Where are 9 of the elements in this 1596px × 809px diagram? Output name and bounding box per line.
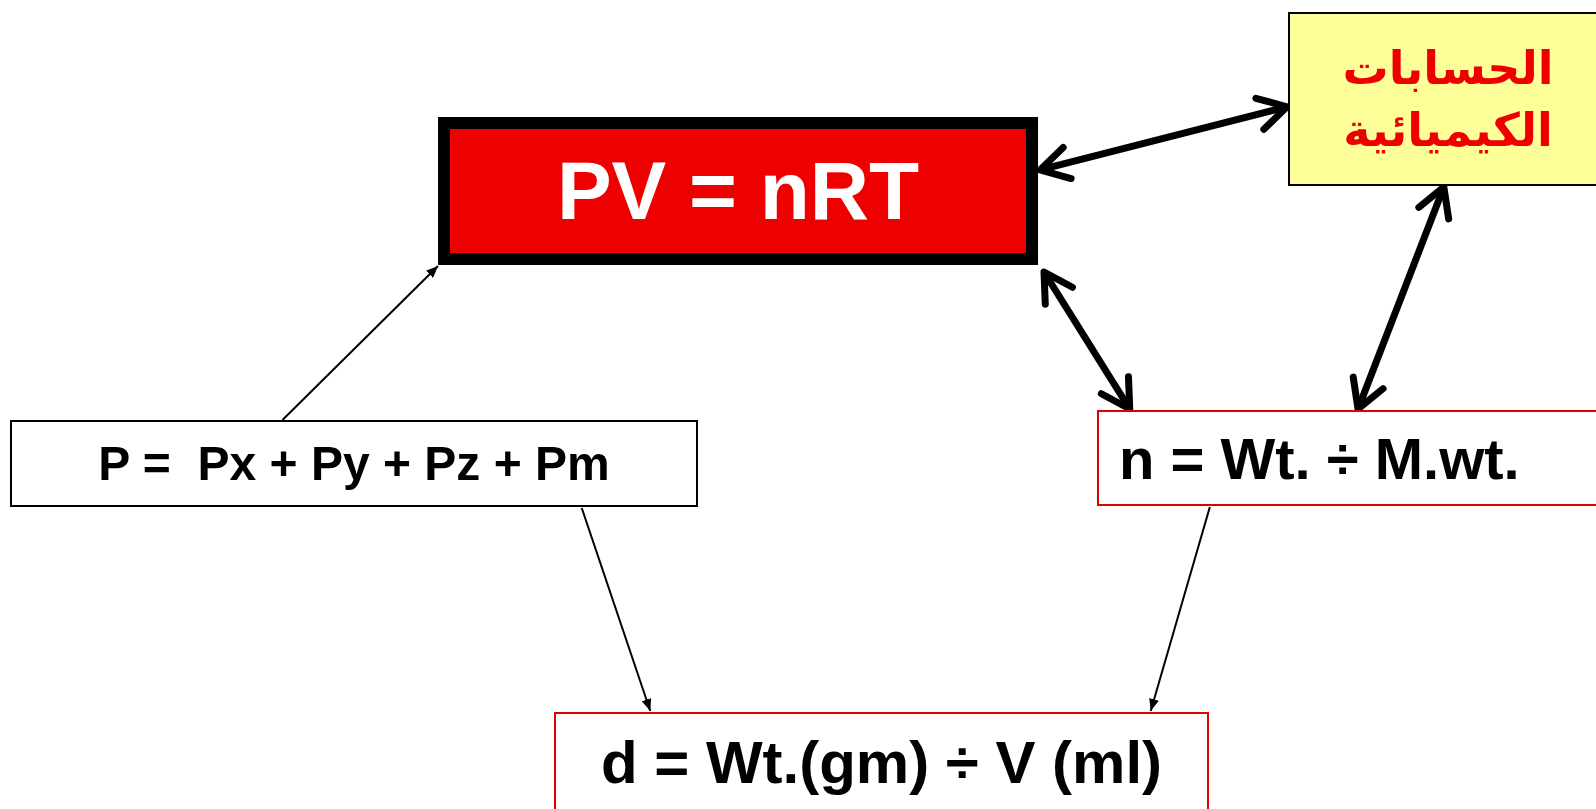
arrow bbox=[1040, 268, 1134, 413]
arrow bbox=[1149, 506, 1211, 712]
arrow bbox=[580, 507, 652, 712]
formula-box: P = Px + Py + Pz + Pm bbox=[10, 420, 698, 507]
arrow bbox=[281, 265, 439, 421]
formula-box: d = Wt.(gm) ÷ V (ml) bbox=[554, 712, 1209, 809]
topic-box: الحسابات الكيميائية bbox=[1288, 12, 1596, 186]
formula-box: n = Wt. ÷ M.wt. bbox=[1097, 410, 1596, 506]
formula-box: PV = nRT bbox=[438, 117, 1038, 265]
